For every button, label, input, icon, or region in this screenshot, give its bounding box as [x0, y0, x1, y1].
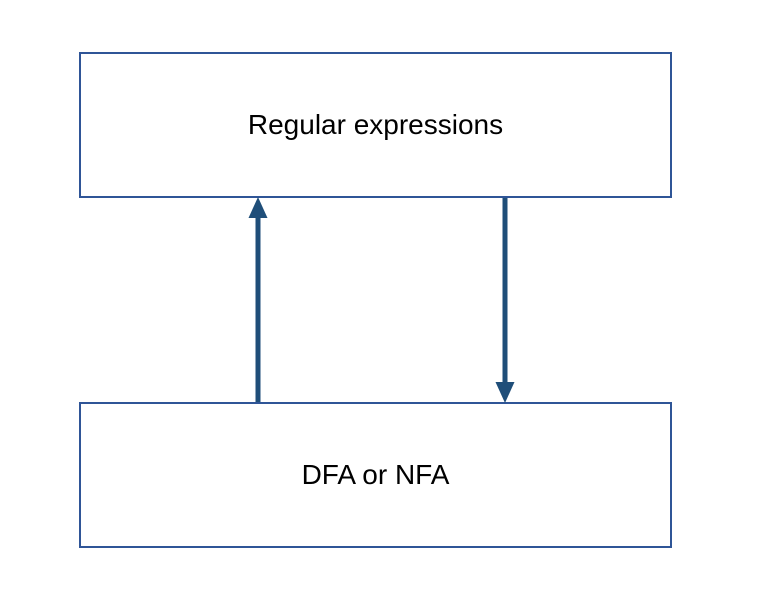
up-arrow: [248, 197, 268, 402]
up-arrow-head: [248, 197, 268, 218]
down-arrow-head: [495, 382, 515, 403]
node-dfa-or-nfa: DFA or NFA: [79, 402, 672, 548]
node-regular-expressions: Regular expressions: [79, 52, 672, 198]
node-regular-expressions-label: Regular expressions: [247, 109, 504, 141]
down-arrow: [495, 198, 515, 403]
node-dfa-or-nfa-label: DFA or NFA: [301, 459, 450, 491]
